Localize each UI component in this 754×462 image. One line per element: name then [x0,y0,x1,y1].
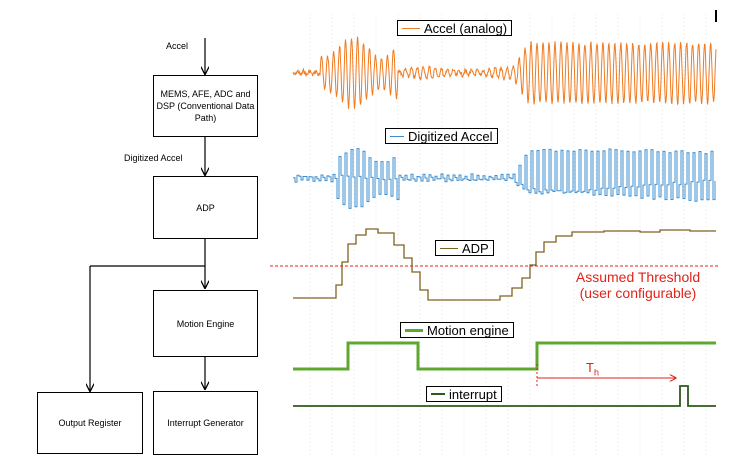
interrupt-legend: interrupt [426,386,502,402]
block-connectors [90,38,205,391]
th-label-subscript: h [593,367,599,378]
th-label-main: T [586,360,594,375]
adp-legend: ADP [435,240,494,256]
adp-block-label: ADP [196,202,215,213]
motion-engine-trace [293,341,716,371]
interrupt-generator-block: Interrupt Generator [153,391,258,455]
th-label: Th [586,360,599,378]
threshold-label: Assumed Threshold (user configurable) [562,269,714,301]
interrupt-legend-text: interrupt [449,386,497,402]
accel-analog-legend-text: Accel (analog) [424,20,508,36]
interrupt-trace [293,385,716,407]
digitized-accel-swatch [390,135,404,137]
digitized-accel-label: Digitized Accel [124,153,183,163]
motion-engine-legend-text: Motion engine [427,322,509,338]
mems-block-label: MEMS, AFE, ADC and DSP (Conventional Dat… [156,89,255,123]
interrupt-swatch [431,393,445,395]
mems-afe-adc-dsp-block: MEMS, AFE, ADC and DSP (Conventional Dat… [153,75,258,137]
digitized-accel-legend-text: Digitized Accel [408,128,493,144]
threshold-label-line2: (user configurable) [579,285,697,301]
adp-swatch [440,247,458,249]
accel-analog-trace [292,36,717,109]
output-register-block-label: Output Register [58,418,122,428]
motion-engine-legend: Motion engine [400,322,514,338]
accel-input-label: Accel [166,41,189,51]
accel-analog-swatch [402,27,420,29]
digitized-accel-trace [293,148,716,209]
adp-legend-text: ADP [462,240,489,256]
motion-engine-block: Motion Engine [153,290,258,357]
accel-analog-legend: Accel (analog) [397,20,513,36]
adp-block: ADP [153,176,258,239]
threshold-label-line1: Assumed Threshold [575,269,701,285]
output-register-block: Output Register [37,392,143,454]
adp-trace [293,228,716,301]
motion-engine-block-label: Motion Engine [176,318,235,329]
digitized-accel-legend: Digitized Accel [385,128,498,144]
interrupt-generator-block-label: Interrupt Generator [167,418,244,428]
motion-engine-swatch [405,328,423,332]
